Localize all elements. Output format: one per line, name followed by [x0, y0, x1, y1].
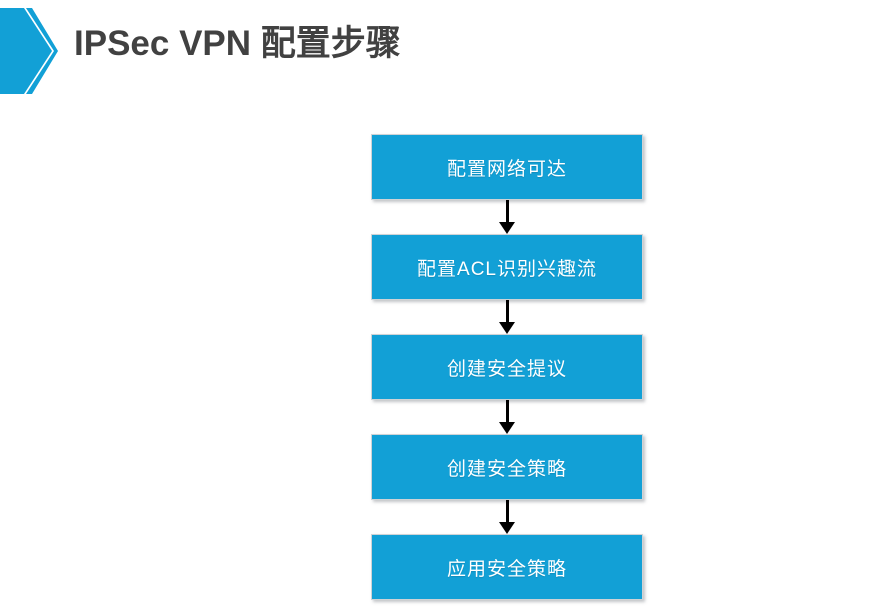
- flow-step-2[interactable]: 配置ACL识别兴趣流: [371, 234, 643, 300]
- down-arrow-shaft-icon: [505, 200, 509, 224]
- ipsec-vpn-steps-flowchart: 配置网络可达 配置ACL识别兴趣流 创建安全提议 创建安全策略 应用安全策略: [371, 134, 643, 600]
- flow-step-5-label: 应用安全策略: [446, 558, 567, 580]
- flow-step-1-label: 配置网络可达: [446, 158, 567, 180]
- down-arrow-icon: [499, 422, 515, 434]
- flow-step-4-label: 创建安全策略: [446, 458, 567, 480]
- flow-step-4[interactable]: 创建安全策略: [371, 434, 643, 500]
- flow-step-2-label: 配置ACL识别兴趣流: [417, 258, 597, 280]
- down-arrow-icon: [499, 322, 515, 334]
- hexagon-chevron-logo-icon: [0, 4, 58, 98]
- flow-step-3[interactable]: 创建安全提议: [371, 334, 643, 400]
- flow-connector-3-to-4: [371, 400, 643, 434]
- down-arrow-icon: [499, 222, 515, 234]
- flow-connector-1-to-2: [371, 200, 643, 234]
- page-title: IPSec VPN 配置步骤: [74, 24, 401, 63]
- flow-connector-4-to-5: [371, 500, 643, 534]
- slide-header: IPSec VPN 配置步骤: [0, 0, 876, 108]
- down-arrow-shaft-icon: [505, 400, 509, 424]
- down-arrow-icon: [499, 522, 515, 534]
- flow-connector-2-to-3: [371, 300, 643, 334]
- down-arrow-shaft-icon: [505, 300, 509, 324]
- flow-step-5[interactable]: 应用安全策略: [371, 534, 643, 600]
- flow-step-1[interactable]: 配置网络可达: [371, 134, 643, 200]
- down-arrow-shaft-icon: [505, 500, 509, 524]
- flow-step-3-label: 创建安全提议: [446, 358, 567, 380]
